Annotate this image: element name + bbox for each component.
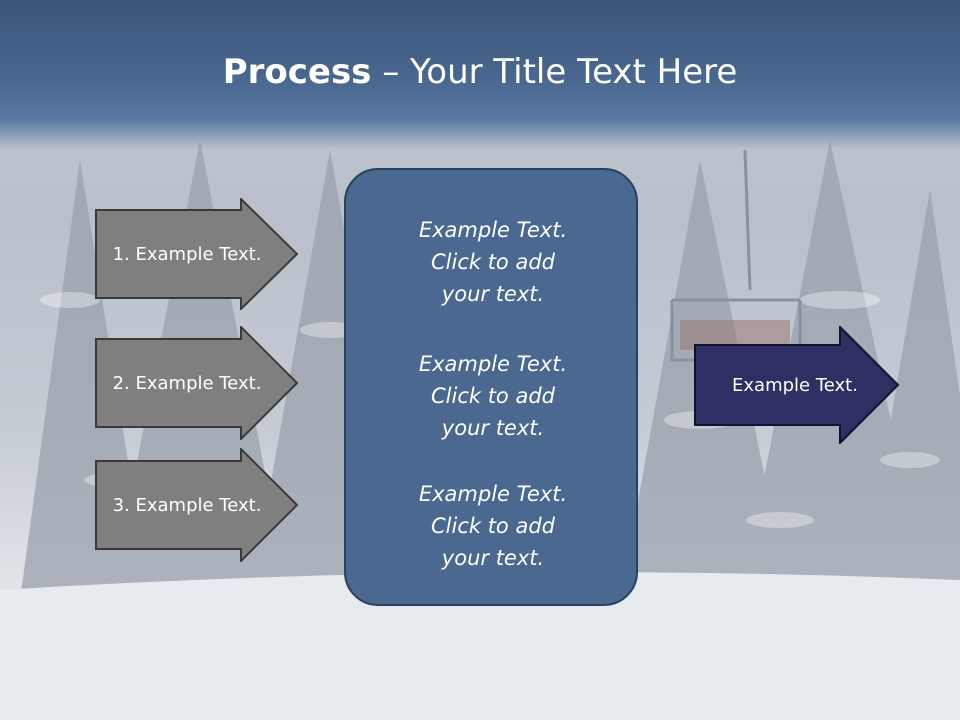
center-text-item-2: Example Text. Click to add your text. bbox=[418, 352, 568, 440]
left-arrow-label: 1. Example Text. bbox=[112, 243, 262, 265]
title-band bbox=[0, 0, 960, 150]
arrow-right-icon bbox=[95, 448, 299, 562]
center-text-item-1: Example Text. Click to add your text. bbox=[418, 218, 568, 306]
right-arrow-label: Example Text. bbox=[732, 374, 858, 396]
left-arrow-2[interactable]: 2. Example Text. bbox=[95, 326, 299, 440]
left-arrow-1[interactable]: 1. Example Text. bbox=[95, 198, 299, 310]
arrow-right-icon bbox=[95, 198, 299, 310]
slide-title[interactable]: Process – Your Title Text Here bbox=[0, 52, 960, 92]
right-arrow[interactable]: Example Text. bbox=[694, 326, 900, 444]
left-arrow-label: 3. Example Text. bbox=[112, 494, 262, 516]
title-bold: Process bbox=[222, 52, 372, 92]
center-text-box[interactable]: Example Text. Click to add your text. Ex… bbox=[344, 168, 638, 606]
arrow-right-icon bbox=[694, 326, 900, 444]
center-text-item-3: Example Text. Click to add your text. bbox=[418, 482, 568, 570]
left-arrow-label: 2. Example Text. bbox=[112, 372, 262, 394]
left-arrow-3[interactable]: 3. Example Text. bbox=[95, 448, 299, 562]
title-rest: – Your Title Text Here bbox=[371, 52, 738, 92]
arrow-right-icon bbox=[95, 326, 299, 440]
